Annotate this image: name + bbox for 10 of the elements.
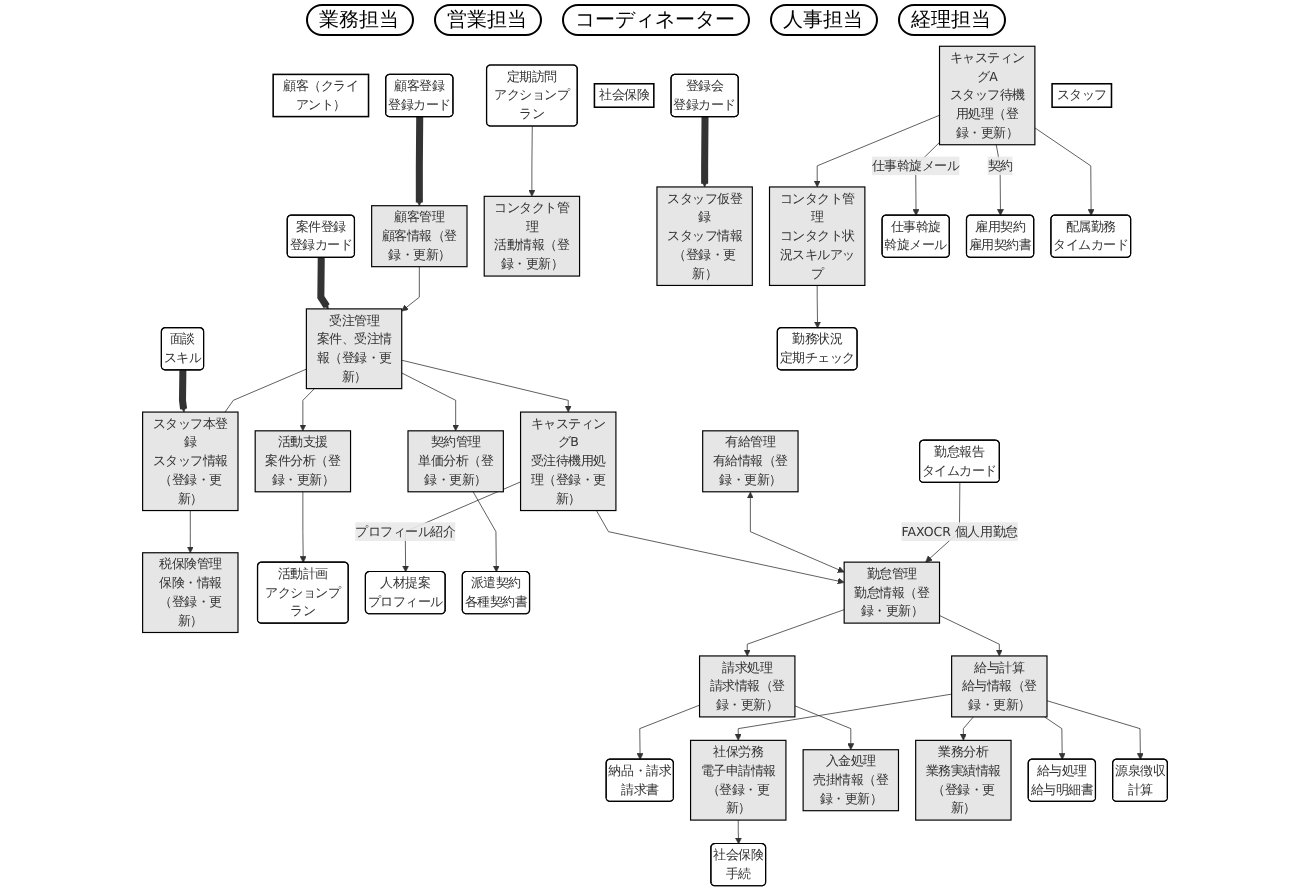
arrow	[701, 116, 709, 188]
role-label: 経理担当	[897, 4, 1005, 36]
role-label: 人事担当	[769, 4, 877, 36]
connector	[224, 368, 307, 413]
arrow	[415, 116, 424, 206]
role-label: コーディネーター	[561, 4, 749, 36]
role-label: 業務担当	[305, 4, 413, 36]
arrow	[178, 370, 188, 413]
role-label: 営業担当	[433, 4, 541, 36]
arrow	[317, 257, 330, 310]
